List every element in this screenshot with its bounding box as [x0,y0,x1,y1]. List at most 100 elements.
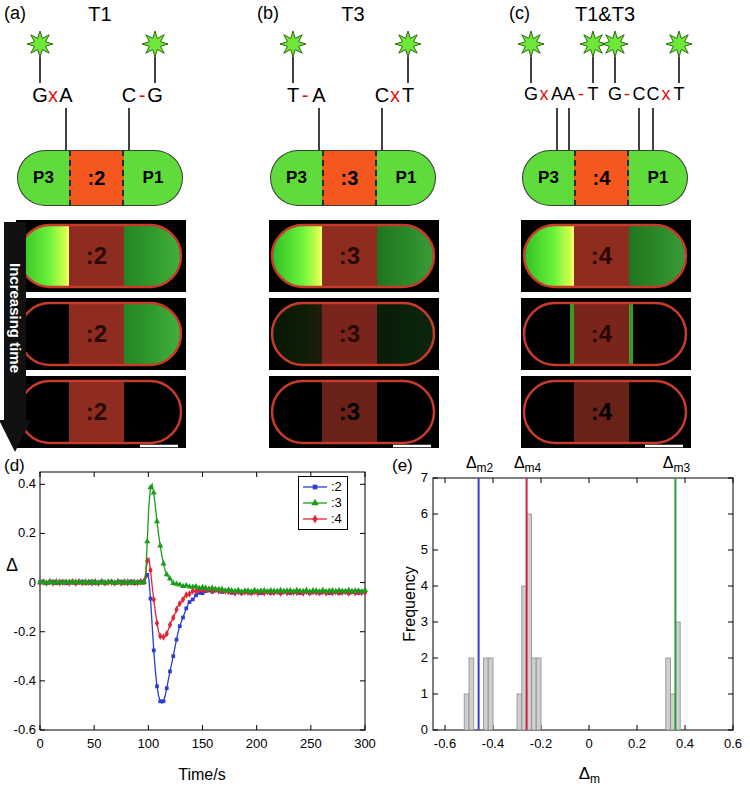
tick [433,514,438,515]
particle-outline [19,225,181,287]
scale-bar [393,445,431,448]
fluorophore-star [27,31,53,57]
tick [40,725,41,730]
tick [360,582,365,583]
probe-strand [614,57,616,83]
tick-label: 200 [246,737,268,751]
time-arrow [0,222,31,452]
data-marker [141,578,147,583]
histogram-bar [531,658,536,730]
mismatch-mark: x [540,85,549,105]
code-band [322,381,377,443]
tick-label: 100 [137,737,159,751]
mismatch-mark: - [139,84,146,106]
histogram-bar [666,658,671,730]
tick [589,725,590,730]
tick [433,478,438,479]
segment-name: P1 [648,169,669,188]
tick [40,484,45,485]
tick [637,478,638,483]
target-strand [568,108,570,150]
tick [493,478,494,483]
fluorophore-star [395,31,421,57]
code-number: :3 [341,167,359,189]
target-strand [381,108,383,150]
base-letter: G [524,85,538,105]
tick-label: 0 [29,575,36,589]
legend-marker [313,485,318,490]
code-segment: :2 [69,150,124,206]
micrograph-ground [521,298,691,370]
segment-name: P1 [396,169,417,188]
code-band [322,225,377,287]
micrograph-particle [272,225,434,287]
tick [360,484,365,485]
code-number: :2 [88,167,106,189]
tick-label: 0 [421,723,428,737]
base-letter: T [674,85,685,105]
tick [685,478,686,483]
data-marker [161,633,165,640]
code-band [322,303,377,365]
mean-subscript: m4 [525,462,542,475]
code-number: :2 [86,321,107,347]
micrograph-ground [269,220,439,292]
probe-strand [154,57,156,83]
data-marker [291,589,295,596]
legend-entry: :3 [302,495,342,511]
code-segment: :3 [322,150,377,206]
axis-subscript: m [590,773,600,786]
probe-segment: P3 [270,150,322,206]
tick [310,725,311,730]
edge-fluorescence [570,303,574,365]
data-marker [144,538,150,543]
target-strand [652,108,654,150]
fluorophore-star [602,31,628,57]
data-marker [178,600,182,607]
legend-text: :2 [331,480,342,494]
target-strand [556,108,558,150]
code-number: :4 [591,243,612,269]
micrograph-ground [269,376,439,448]
mean-symbol: Δ [466,454,477,472]
data-marker [181,596,185,603]
mean-line [674,478,676,730]
data-marker [184,607,188,611]
probe-segment: P1 [124,150,183,206]
tick-label: 300 [354,737,376,751]
tick [589,478,590,483]
histogram-bar [517,694,522,730]
code-number: :4 [593,167,611,189]
histogram-bar [469,658,474,730]
mismatch-mark: x [662,85,671,105]
histogram-bar [464,694,469,730]
micrograph-ground [16,220,186,292]
data-marker [167,575,173,580]
code-band [574,303,629,365]
tick-label: 0 [36,737,43,751]
tick [433,622,438,623]
axis-title: Δ [6,556,18,576]
mismatch-mark: - [624,85,630,105]
base-letter: C [633,85,646,105]
micrograph-ground [521,376,691,448]
base-letter: C [375,84,389,106]
data-marker [362,587,368,592]
data-marker [184,591,188,598]
tick [148,472,149,477]
plot-frame [40,472,365,730]
particle-outline [272,225,434,287]
base-letter: A [59,84,72,106]
tick-label: 0 [585,737,592,751]
tick [365,472,366,477]
particle-outline [19,381,181,443]
micrograph-ground [521,220,691,292]
micrograph-particle [19,381,181,443]
panel-letter: (d) [4,457,25,476]
tick [637,725,638,730]
mean-subscript: m3 [673,462,690,475]
tick [148,725,149,730]
target-strand [318,108,320,150]
base-letter: C [647,85,660,105]
